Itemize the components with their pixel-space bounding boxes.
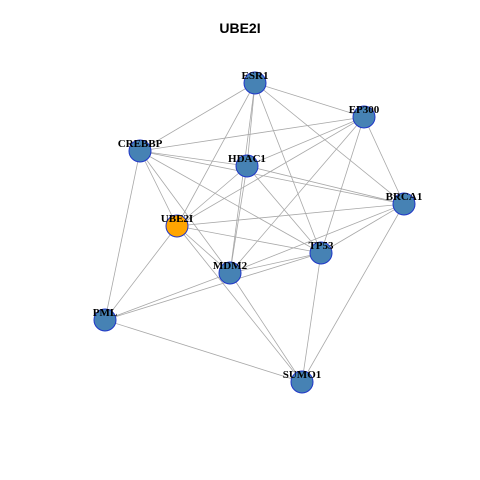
edge-hdac1-ube2i xyxy=(176,165,248,227)
node-label-brca1: BRCA1 xyxy=(386,191,423,203)
node-label-ube2i: UBE2I xyxy=(161,213,193,225)
edge-pml-sumo1 xyxy=(104,319,303,383)
edge-brca1-sumo1 xyxy=(301,203,405,383)
node-tp53[interactable] xyxy=(309,241,333,265)
node-label-esr1: ESR1 xyxy=(242,70,269,82)
node-mdm2[interactable] xyxy=(218,261,242,285)
edge-hdac1-brca1 xyxy=(246,165,405,205)
edge-esr1-ube2i xyxy=(176,82,256,227)
node-crebbp[interactable] xyxy=(128,139,152,163)
node-label-sumo1: SUMO1 xyxy=(283,369,322,381)
edge-ep300-hdac1 xyxy=(246,116,365,167)
edge-crebbp-tp53 xyxy=(139,150,322,254)
edge-tp53-mdm2 xyxy=(229,252,322,274)
edge-crebbp-brca1 xyxy=(139,150,405,205)
edge-esr1-tp53 xyxy=(254,82,322,254)
node-label-mdm2: MDM2 xyxy=(213,260,248,272)
edge-hdac1-tp53 xyxy=(246,165,322,254)
node-pml[interactable] xyxy=(93,308,117,332)
edge-brca1-mdm2 xyxy=(229,203,405,274)
edge-brca1-ube2i xyxy=(176,203,405,227)
node-ep300[interactable] xyxy=(352,105,376,129)
edge-ube2i-pml xyxy=(104,225,178,321)
edge-esr1-mdm2 xyxy=(229,82,256,274)
edge-crebbp-hdac1 xyxy=(139,150,248,167)
edge-esr1-brca1 xyxy=(254,82,405,205)
node-ube2i[interactable] xyxy=(165,214,189,238)
edge-crebbp-pml xyxy=(104,150,141,321)
edge-ube2i-sumo1 xyxy=(176,225,303,383)
edge-esr1-hdac1 xyxy=(246,82,256,167)
node-label-crebbp: CREBBP xyxy=(118,138,163,150)
graph-title: UBE2I xyxy=(219,20,261,36)
edge-tp53-pml xyxy=(104,252,322,321)
edge-mdm2-sumo1 xyxy=(229,272,303,383)
edge-layer xyxy=(104,82,405,383)
edge-ep300-crebbp xyxy=(139,116,365,152)
edge-ube2i-mdm2 xyxy=(176,225,231,274)
node-label-hdac1: HDAC1 xyxy=(228,153,266,165)
node-label-pml: PML xyxy=(93,307,117,319)
edge-tp53-sumo1 xyxy=(301,252,322,383)
edge-ep300-mdm2 xyxy=(229,116,365,274)
node-brca1[interactable] xyxy=(392,192,416,216)
node-label-ep300: EP300 xyxy=(349,104,380,116)
edge-hdac1-mdm2 xyxy=(229,165,248,274)
node-hdac1[interactable] xyxy=(235,154,259,178)
edge-crebbp-mdm2 xyxy=(139,150,231,274)
edge-esr1-ep300 xyxy=(254,82,365,118)
edge-ep300-tp53 xyxy=(320,116,365,254)
edge-esr1-crebbp xyxy=(139,82,256,152)
node-label-tp53: TP53 xyxy=(308,240,334,252)
node-esr1[interactable] xyxy=(243,71,267,95)
edge-mdm2-pml xyxy=(104,272,231,321)
node-sumo1[interactable] xyxy=(290,370,314,394)
edge-crebbp-ube2i xyxy=(139,150,178,227)
edge-brca1-tp53 xyxy=(320,203,405,254)
edge-ep300-brca1 xyxy=(363,116,405,205)
node-layer xyxy=(93,71,416,394)
edge-ube2i-tp53 xyxy=(176,225,322,254)
